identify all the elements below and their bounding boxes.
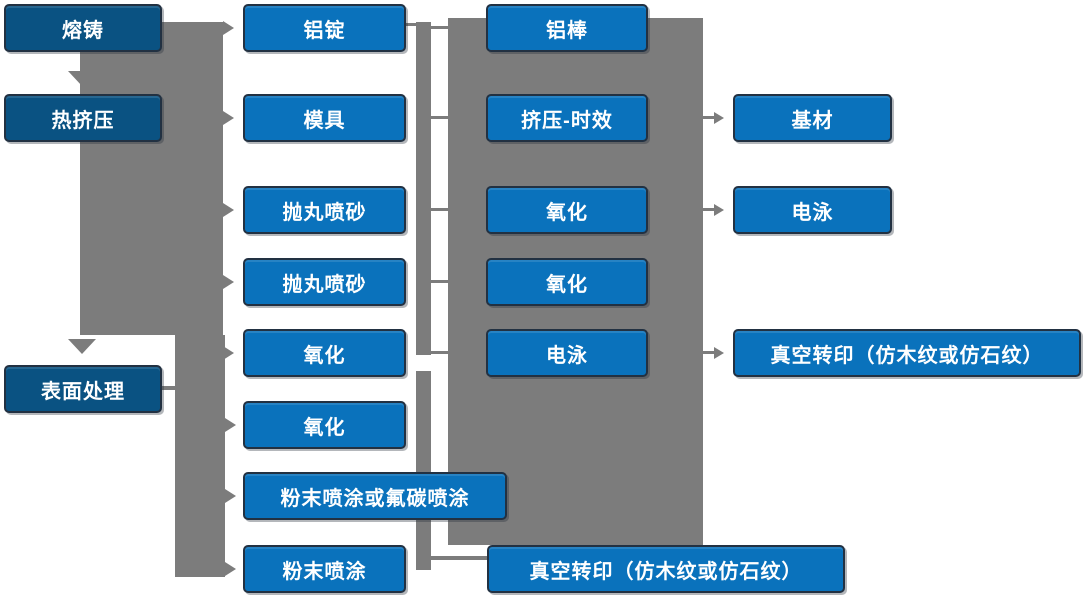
connector-arrow-shaft: [703, 351, 716, 354]
node-base-material: 基材: [733, 94, 892, 142]
right-arrow-icon: [223, 111, 234, 125]
connector-bar-upper-stub: [406, 23, 416, 26]
connector-bar-line: [431, 26, 448, 29]
connector-left-trunk: [80, 22, 223, 335]
connector-bar-lower: [416, 371, 431, 570]
connector-bar-line: [431, 208, 448, 211]
connector-bar-line: [431, 280, 448, 283]
down-arrow-icon: [68, 71, 96, 86]
right-arrow-icon: [714, 112, 724, 124]
right-arrow-icon: [223, 21, 234, 35]
node-vacuum-transfer-2: 真空转印（仿木纹或仿石纹）: [733, 329, 1081, 377]
connector-arrow-shaft: [703, 116, 716, 119]
right-arrow-icon: [714, 347, 724, 359]
right-arrow-icon: [223, 346, 234, 360]
down-arrow-icon: [68, 339, 96, 354]
node-electrophoresis-1: 电泳: [486, 329, 648, 377]
node-mold: 模具: [243, 94, 406, 142]
node-oxidation-3: 氧化: [486, 186, 648, 234]
node-oxidation-1: 氧化: [243, 329, 406, 377]
node-vacuum-transfer-1: 真空转印（仿木纹或仿石纹）: [487, 545, 845, 593]
node-aluminum-rod: 铝棒: [486, 4, 648, 52]
node-powder-or-fluorocarbon-coating: 粉末喷涂或氟碳喷涂: [243, 472, 507, 520]
node-oxidation-4: 氧化: [486, 258, 648, 306]
connector-bar-upper: [416, 22, 431, 355]
node-shot-blasting-1: 抛丸喷砂: [243, 186, 406, 234]
node-shot-blasting-2: 抛丸喷砂: [243, 258, 406, 306]
right-arrow-icon: [225, 418, 236, 432]
right-arrow-icon: [225, 489, 236, 503]
node-melting-casting: 熔铸: [4, 4, 162, 52]
connector-arrow-shaft: [703, 208, 716, 211]
right-arrow-icon: [223, 275, 234, 289]
right-arrow-icon: [714, 204, 724, 216]
node-aluminum-ingot: 铝锭: [243, 4, 406, 52]
node-hot-extrusion: 热挤压: [4, 94, 162, 142]
connector-lower-trunk: [175, 335, 225, 577]
node-powder-coating: 粉末喷涂: [243, 545, 406, 593]
node-extrusion-aging: 挤压-时效: [486, 94, 648, 142]
connector-surface-treatment-link: [161, 386, 175, 390]
connector-bar-lower-line: [431, 556, 487, 560]
right-arrow-icon: [223, 203, 234, 217]
node-surface-treatment: 表面处理: [4, 365, 162, 413]
connector-bar-line: [431, 116, 448, 119]
connector-bar-line: [431, 351, 448, 354]
right-arrow-icon: [225, 562, 236, 576]
node-oxidation-2: 氧化: [243, 401, 406, 449]
node-electrophoresis-2: 电泳: [733, 186, 892, 234]
